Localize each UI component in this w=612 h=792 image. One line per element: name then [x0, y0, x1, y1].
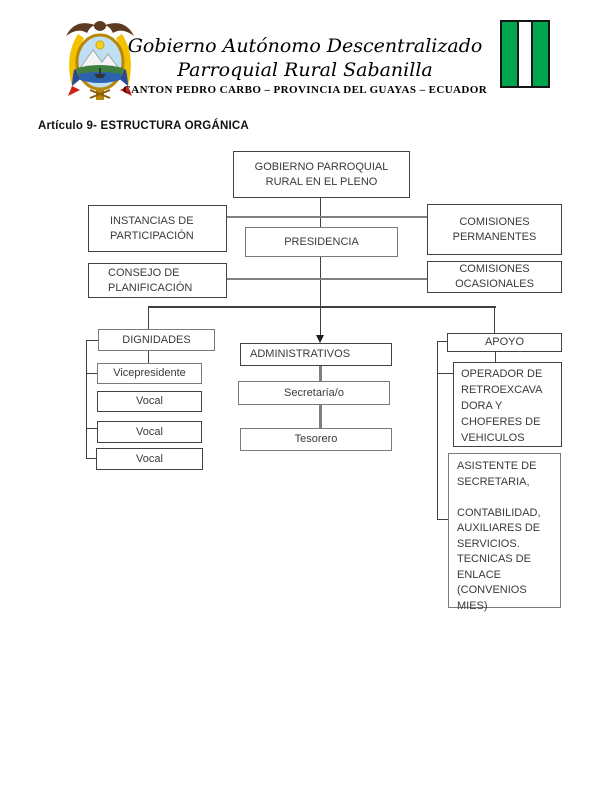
connector-administrativos-secretaria [319, 366, 322, 382]
org-box-vicepresidente: Vicepresidente [97, 363, 202, 384]
connector-main-horizontal [148, 306, 496, 308]
org-box-dignidades: DIGNIDADES [98, 329, 215, 351]
org-box-secretaria: Secretaría/o [238, 381, 390, 405]
ecuador-coat-of-arms [66, 21, 134, 100]
org-box-comisiones-ocasionales: COMISIONES OCASIONALES [427, 261, 562, 293]
org-box-operador: OPERADOR DE RETROEXCAVA DORA Y CHOFERES … [453, 362, 562, 447]
org-box-vocal-3: Vocal [96, 448, 203, 470]
connector-drop-dignidades [148, 306, 150, 330]
bracket-right-stub-apoyo [437, 341, 447, 343]
parish-flag [500, 20, 550, 88]
connector-row3-horizontal [227, 278, 427, 280]
letterhead: Gobierno Autónomo Descentralizado Parroq… [115, 34, 495, 96]
flag-green-stripe-right [532, 22, 548, 86]
connector-apoyo-operador [495, 352, 497, 363]
connector-secretaria-tesorero [319, 405, 322, 429]
bracket-left-stub-vocal2 [86, 428, 97, 430]
org-box-apoyo: APOYO [447, 333, 562, 352]
org-box-instancias: INSTANCIAS DE PARTICIPACIÓN [88, 205, 227, 252]
org-box-pleno: GOBIERNO PARROQUIAL RURAL EN EL PLENO [233, 151, 410, 198]
bracket-left-stub-dignidades [86, 340, 98, 342]
connector-row2-horizontal [227, 216, 427, 218]
bracket-left-stub-vocal3 [86, 458, 96, 460]
bracket-right-stub-asistente [437, 519, 448, 521]
org-box-administrativos: ADMINISTRATIVOS [240, 343, 392, 366]
letterhead-subtitle: CANTON PEDRO CARBO – PROVINCIA DEL GUAYA… [122, 84, 488, 96]
org-title-line2: Parroquial Rural Sabanilla [177, 59, 433, 81]
org-title-line1: Gobierno Autónomo Descentralizado [127, 35, 483, 57]
org-box-consejo: CONSEJO DE PLANIFICACIÓN [88, 263, 227, 298]
org-box-vocal-1: Vocal [97, 391, 202, 412]
flag-green-stripe-left [502, 22, 518, 86]
org-box-vocal-2: Vocal [97, 421, 202, 443]
org-box-comisiones-permanentes: COMISIONES PERMANENTES [427, 204, 562, 255]
bracket-right-vertical [437, 341, 439, 520]
connector-arrow-stem [320, 306, 322, 337]
bracket-left-vertical [86, 340, 88, 459]
connector-dignidades-vicepresidente [148, 351, 150, 364]
bracket-right-stub-operador [437, 373, 453, 375]
arrow-down-icon [316, 335, 324, 343]
flag-white-stripe [517, 22, 533, 86]
org-box-tesorero: Tesorero [240, 428, 392, 451]
org-box-presidencia: PRESIDENCIA [245, 227, 398, 257]
bracket-left-stub-vicepresidente [86, 373, 97, 375]
connector-drop-apoyo [494, 306, 496, 334]
article-heading: Artículo 9- ESTRUCTURA ORGÁNICA [38, 120, 249, 132]
org-box-asistente: ASISTENTE DE SECRETARIA, CONTABILIDAD, A… [448, 453, 561, 612]
